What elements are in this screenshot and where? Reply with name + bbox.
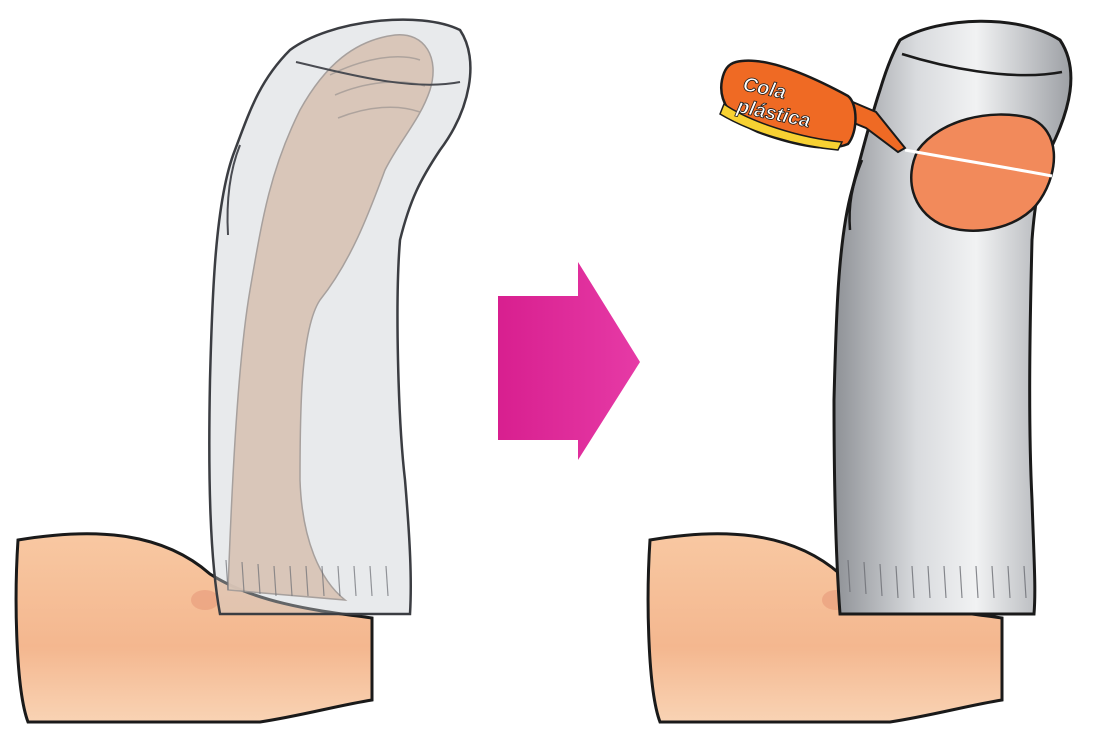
arrow-right-icon bbox=[498, 262, 640, 460]
left-transparent-sock bbox=[209, 20, 470, 614]
right-panel: Cola plástica bbox=[648, 21, 1071, 722]
left-elbow-crease bbox=[191, 590, 219, 610]
left-panel bbox=[16, 20, 470, 722]
